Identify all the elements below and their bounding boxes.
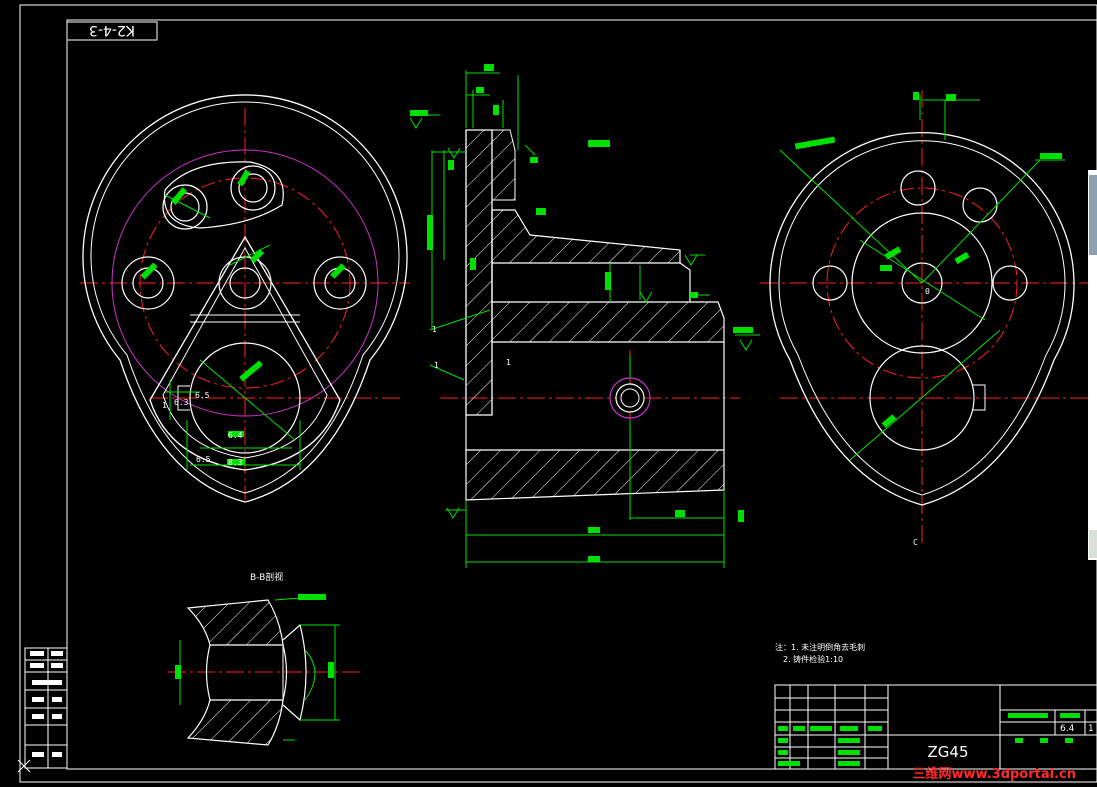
right-hole-top-right [962, 187, 998, 223]
right-label-2: C [913, 538, 918, 547]
right-view: 0 C [760, 90, 1090, 547]
mid-label-3: 1 [506, 358, 511, 367]
left-margin-table [24, 647, 68, 769]
material-label: ZG45 [928, 743, 969, 761]
watermark: 三维网www.3dportal.cn [913, 766, 1076, 782]
left-triangle-web [149, 235, 341, 471]
mid-body-outline [465, 262, 725, 450]
left-outer-contour-2 [90, 101, 400, 494]
left-hole-1 [162, 184, 208, 230]
right-bore [869, 345, 975, 451]
left-label-4: 8.3 [228, 458, 243, 467]
edge-thumbnail-panel [1088, 170, 1097, 560]
drawing-code: K2-4-3 [89, 22, 135, 38]
right-outer-contour-2 [778, 140, 1066, 496]
left-hole-5 [313, 256, 367, 310]
ucs-icon [17, 759, 31, 773]
left-hole-2 [230, 165, 276, 211]
right-pitch-circle [826, 187, 1018, 379]
right-outer-contour [769, 131, 1075, 506]
left-outer-contour [82, 94, 408, 503]
left-keyway [177, 385, 190, 411]
mid-flange-top [491, 129, 516, 201]
bb-bore [205, 644, 288, 701]
drawing-code-box: K2-4-3 [66, 21, 158, 41]
left-label-3: 6.4 [228, 431, 243, 440]
middle-view: 1 1 1 [409, 64, 760, 568]
left-bore [189, 342, 301, 454]
left-view: 6.5 6.3 6.4 8.3 6.5 1 [80, 94, 410, 503]
left-label-6: 1 [162, 401, 167, 410]
right-keyway [972, 384, 986, 411]
mid-middle-section [491, 301, 725, 343]
section-title: B-B剖视 [250, 571, 283, 583]
mid-label-1: 1 [434, 361, 439, 370]
mid-upper-section [491, 209, 681, 264]
left-hidden-circle [111, 149, 379, 417]
left-lobe [163, 161, 284, 229]
section-bb-view: B-B剖视 [168, 571, 360, 746]
mid-lower-section [465, 449, 725, 501]
outer-border [19, 4, 1097, 783]
bb-outer-arc [282, 623, 307, 722]
left-label-1: 6.5 [195, 391, 210, 400]
right-hole-right [992, 265, 1028, 301]
right-hole-center [901, 262, 943, 304]
title-block [774, 684, 1097, 770]
technical-notes: 注：1. 未注明倒角去毛刺 2. 铸件检验1:10 [775, 642, 865, 664]
note-line-1: 注：1. 未注明倒角去毛刺 [775, 642, 865, 652]
left-label-5: 6.5 [196, 455, 211, 464]
title-block-text-fills [778, 713, 1080, 766]
note-line-2: 2. 铸件检验1:10 [783, 654, 843, 664]
title-block-scale: 6.4 [1060, 724, 1075, 734]
right-hole-left [812, 265, 848, 301]
mid-label-2: 1 [432, 325, 437, 334]
left-hole-3 [121, 256, 175, 310]
inner-border [66, 19, 1097, 770]
mid-flange [465, 129, 493, 416]
right-hole-top-left [900, 170, 936, 206]
mid-cross-hole [615, 383, 645, 413]
bb-upper-block [186, 599, 284, 646]
left-triangle-web-inner [162, 246, 328, 459]
right-inner-circle [851, 212, 993, 354]
left-label-2: 6.3 [174, 398, 189, 407]
right-label-1: 0 [925, 287, 930, 296]
title-block-scale-2: 1 [1088, 724, 1094, 734]
bb-lower-block [186, 699, 284, 746]
margin-text-blocks [30, 651, 63, 757]
